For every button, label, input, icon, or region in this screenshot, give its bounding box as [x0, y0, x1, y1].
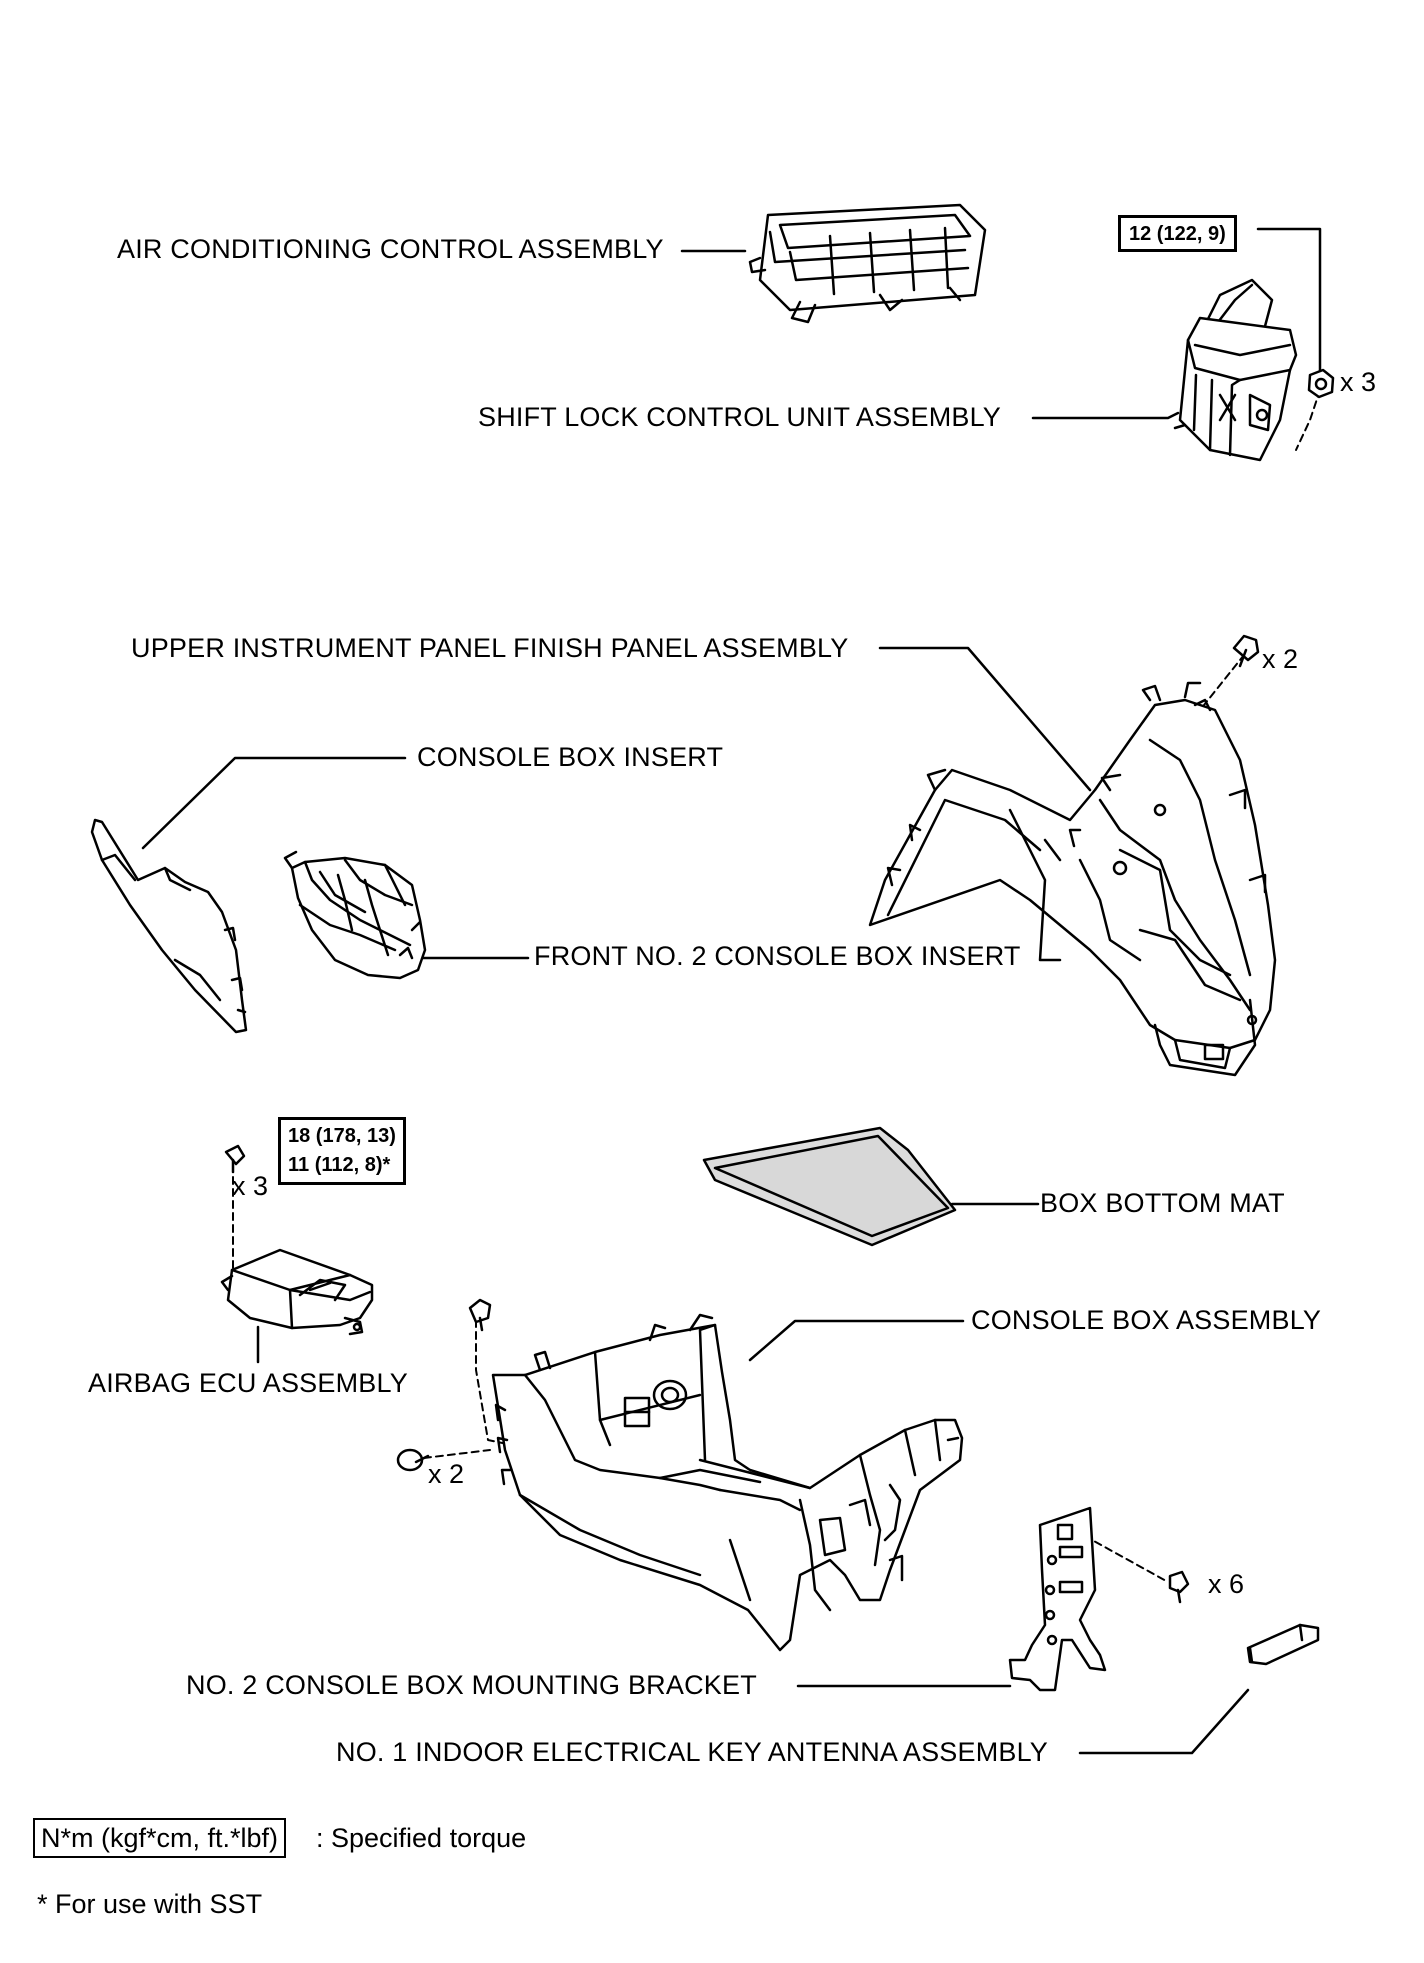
label-front-no2-console-box-insert: FRONT NO. 2 CONSOLE BOX INSERT	[534, 941, 1021, 971]
label-console-box-assembly: CONSOLE BOX ASSEMBLY	[971, 1305, 1322, 1335]
qty-upper-panel-bolts: x 2	[1262, 644, 1299, 674]
torque-shift-lock-nut: 12 (122, 9)	[1118, 215, 1237, 252]
console-box-assembly-illustration	[396, 1298, 964, 1652]
torque-airbag-line1: 18 (178, 13)	[288, 1125, 396, 1147]
label-shift-lock-control-unit-assembly: SHIFT LOCK CONTROL UNIT ASSEMBLY	[478, 402, 1002, 432]
no2-bracket-illustration	[1008, 1506, 1190, 1692]
legend-sst-note: * For use with SST	[37, 1889, 263, 1919]
console-box-insert-illustration	[90, 818, 248, 1034]
shift-lock-illustration	[1173, 278, 1335, 462]
no1-antenna-illustration	[1246, 1623, 1320, 1666]
label-console-box-insert: CONSOLE BOX INSERT	[417, 742, 724, 772]
label-box-bottom-mat: BOX BOTTOM MAT	[1040, 1188, 1285, 1218]
label-air-conditioning-control-assembly: AIR CONDITIONING CONTROL ASSEMBLY	[117, 234, 664, 264]
torque-airbag-line2: 11 (112, 8)*	[288, 1154, 391, 1176]
upper-panel-illustration	[868, 634, 1277, 1077]
label-no1-indoor-electrical-key-antenna-assembly: NO. 1 INDOOR ELECTRICAL KEY ANTENNA ASSE…	[336, 1737, 1049, 1767]
leader-lines	[141, 227, 1322, 1755]
qty-shift-nuts: x 3	[1340, 367, 1377, 397]
legend-torque-description: : Specified torque	[316, 1823, 527, 1853]
legend-torque-unit: N*m (kgf*cm, ft.*lbf)	[33, 1818, 287, 1858]
label-upper-instrument-panel-finish-panel-assembly: UPPER INSTRUMENT PANEL FINISH PANEL ASSE…	[131, 633, 849, 663]
torque-airbag-ecu: 18 (178, 13) 11 (112, 8)*	[278, 1117, 406, 1185]
airbag-ecu-illustration	[220, 1144, 374, 1336]
air-conditioning-control-illustration	[748, 203, 987, 324]
label-airbag-ecu-assembly: AIRBAG ECU ASSEMBLY	[88, 1368, 408, 1398]
qty-airbag-bolts: x 3	[232, 1171, 269, 1201]
box-bottom-mat-illustration	[702, 1126, 957, 1247]
label-no2-console-box-mounting-bracket: NO. 2 CONSOLE BOX MOUNTING BRACKET	[186, 1670, 757, 1700]
front-no2-insert-illustration	[283, 850, 427, 980]
qty-bracket-bolts: x 6	[1208, 1569, 1245, 1599]
qty-console-clips: x 2	[428, 1459, 465, 1489]
